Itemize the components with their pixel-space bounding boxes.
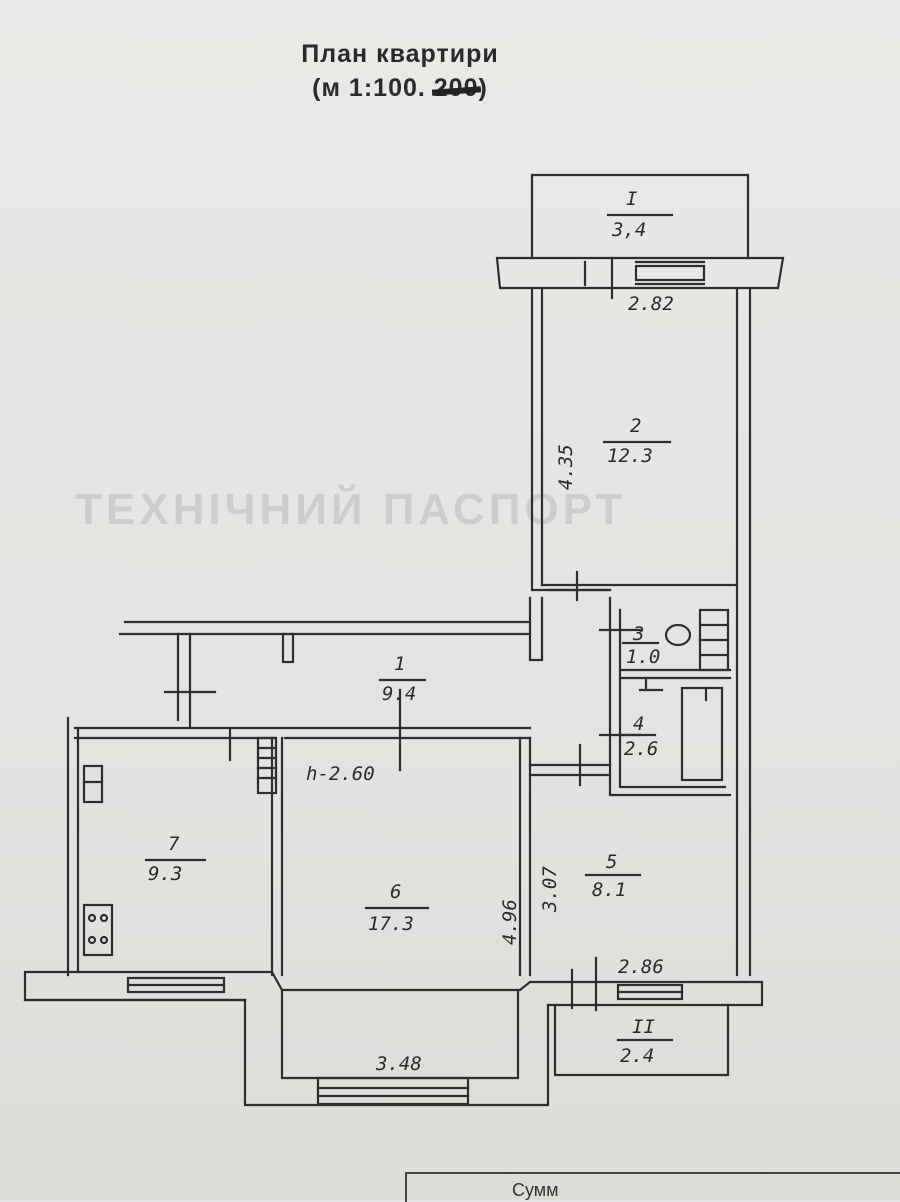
room-5-area: 8.1 <box>592 879 626 901</box>
plan-title: План квартири <box>301 40 499 68</box>
room-6-number: 6 <box>390 881 401 903</box>
ceiling-height: h-2.60 <box>306 763 375 785</box>
dim-room5-length: 3.07 <box>539 866 561 913</box>
room-4-number: 4 <box>633 713 644 735</box>
dim-room6-width: 3.48 <box>375 1053 422 1075</box>
bottom-table-edge: Сумм <box>405 1172 900 1202</box>
room-I-area: 3,4 <box>611 219 646 241</box>
room-I-number: I <box>626 188 637 210</box>
room-II-area: 2.4 <box>620 1045 654 1067</box>
room5-left-wall <box>518 736 532 977</box>
upper-wall-band <box>495 256 785 290</box>
balcony-bottom-walls <box>553 1003 730 1077</box>
room-1-number: 1 <box>394 653 405 675</box>
room-7-area: 9.3 <box>148 863 182 885</box>
dim-room5-width: 2.86 <box>618 956 664 978</box>
plan-scale: (м 1:100. 200) <box>0 74 800 103</box>
corridor-pillar <box>528 596 544 662</box>
right-outer-wall <box>735 286 752 977</box>
room2-left-wall <box>530 286 612 592</box>
room-2-area: 12.3 <box>607 445 653 467</box>
bottom-table-text: Сумм <box>512 1180 559 1200</box>
room7-left-wall <box>66 716 80 977</box>
room-5-number: 5 <box>606 851 617 873</box>
scale-suffix: ) <box>478 74 488 102</box>
room-4-area: 2.6 <box>624 738 658 760</box>
room-1-area: 9.4 <box>382 683 416 705</box>
balcony-top-walls <box>530 173 750 260</box>
scale-prefix: (м 1:100. <box>312 74 434 102</box>
room-2-number: 2 <box>630 415 641 437</box>
room-6-area: 17.3 <box>368 913 414 935</box>
dim-room2-width: 2.82 <box>628 293 674 315</box>
room-3-number: 3 <box>632 623 644 645</box>
room-II-number: II <box>632 1016 655 1038</box>
dim-room6-length: 4.96 <box>499 899 521 945</box>
corridor-top-wall <box>118 620 532 636</box>
dim-room2-length: 4.35 <box>555 444 577 490</box>
scale-struck: 200 <box>433 74 479 102</box>
room7-right-wall <box>270 736 284 977</box>
room-7-number: 7 <box>168 833 180 855</box>
room-3-area: 1.0 <box>626 646 660 668</box>
room6-top-wall <box>73 726 532 740</box>
